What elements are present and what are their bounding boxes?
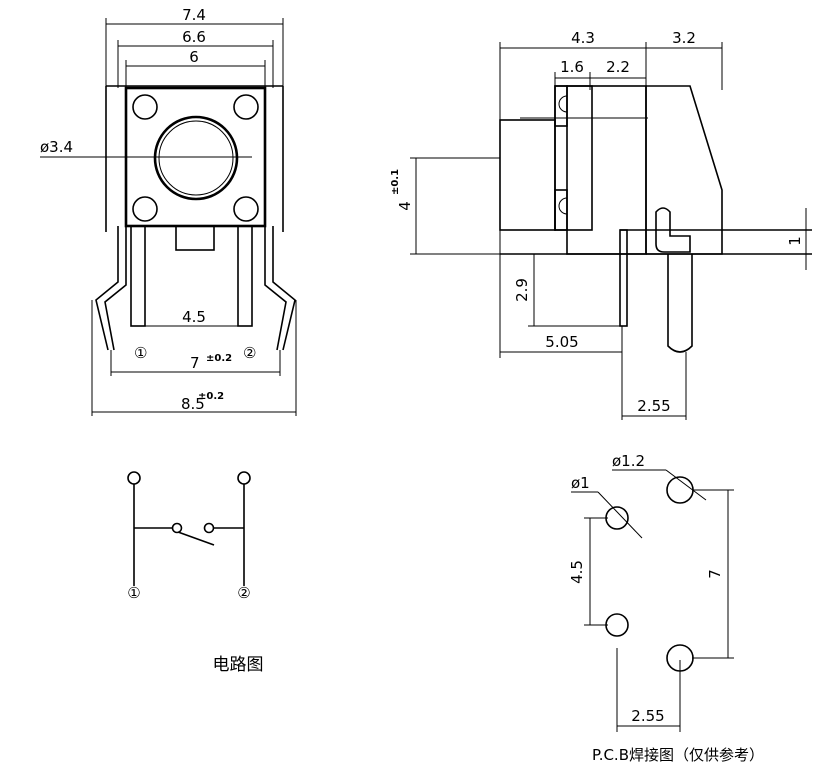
dim-body-depth: 4.3 <box>571 29 595 47</box>
dim-button-diameter: ø3.4 <box>40 138 73 156</box>
front-view: 7.4 6.6 6 ø3.4 4.5 ① ② <box>40 6 297 416</box>
pcb-hole-large: ø1.2 <box>612 452 645 470</box>
dim-step2: 2.2 <box>606 58 630 76</box>
dim-total-width: 8.5 <box>181 395 205 413</box>
dim-height-tol: ±0.1 <box>390 169 401 195</box>
dim-step1: 1.6 <box>560 58 584 76</box>
dim-lead-span: 7 <box>190 354 200 372</box>
dim-height: 4 <box>396 201 414 211</box>
circuit-pin2-mark: ② <box>237 584 250 602</box>
dim-actuator: 3.2 <box>672 29 696 47</box>
pcb-dim-vertical-small: 4.5 <box>568 560 586 584</box>
dim-pin-gap: 2.55 <box>637 397 670 415</box>
pcb-caption: P.C.B焊接图（仅供参考） <box>592 746 764 764</box>
pin2-mark: ② <box>243 344 256 362</box>
dim-offset: 5.05 <box>545 333 578 351</box>
dim-width-body: 6 <box>189 48 199 66</box>
dim-width-outer: 7.4 <box>182 6 206 24</box>
dim-pin-pitch: 4.5 <box>182 308 206 326</box>
dim-total-width-tol: ±0.2 <box>198 391 224 402</box>
pin1-mark: ① <box>134 344 147 362</box>
circuit-caption: 电路图 <box>213 655 264 675</box>
dim-thickness: 1 <box>786 236 804 246</box>
pcb-layout: ø1.2 ø1 4.5 7 2.55 P.C.B焊接图（仅供参考） <box>568 452 764 764</box>
side-view: 4.3 3.2 1.6 2.2 4 ±0.1 1 <box>390 29 812 420</box>
pcb-dim-horizontal: 2.55 <box>631 707 664 725</box>
dim-lead-span-tol: ±0.2 <box>206 353 232 364</box>
circuit-pin1-mark: ① <box>127 584 140 602</box>
circuit-diagram: ① ② 电路图 <box>127 471 264 675</box>
dim-width-mid: 6.6 <box>182 28 206 46</box>
pcb-hole-small: ø1 <box>571 474 590 492</box>
pcb-dim-vertical-large: 7 <box>706 569 724 579</box>
dim-lead-length: 2.9 <box>513 278 531 302</box>
